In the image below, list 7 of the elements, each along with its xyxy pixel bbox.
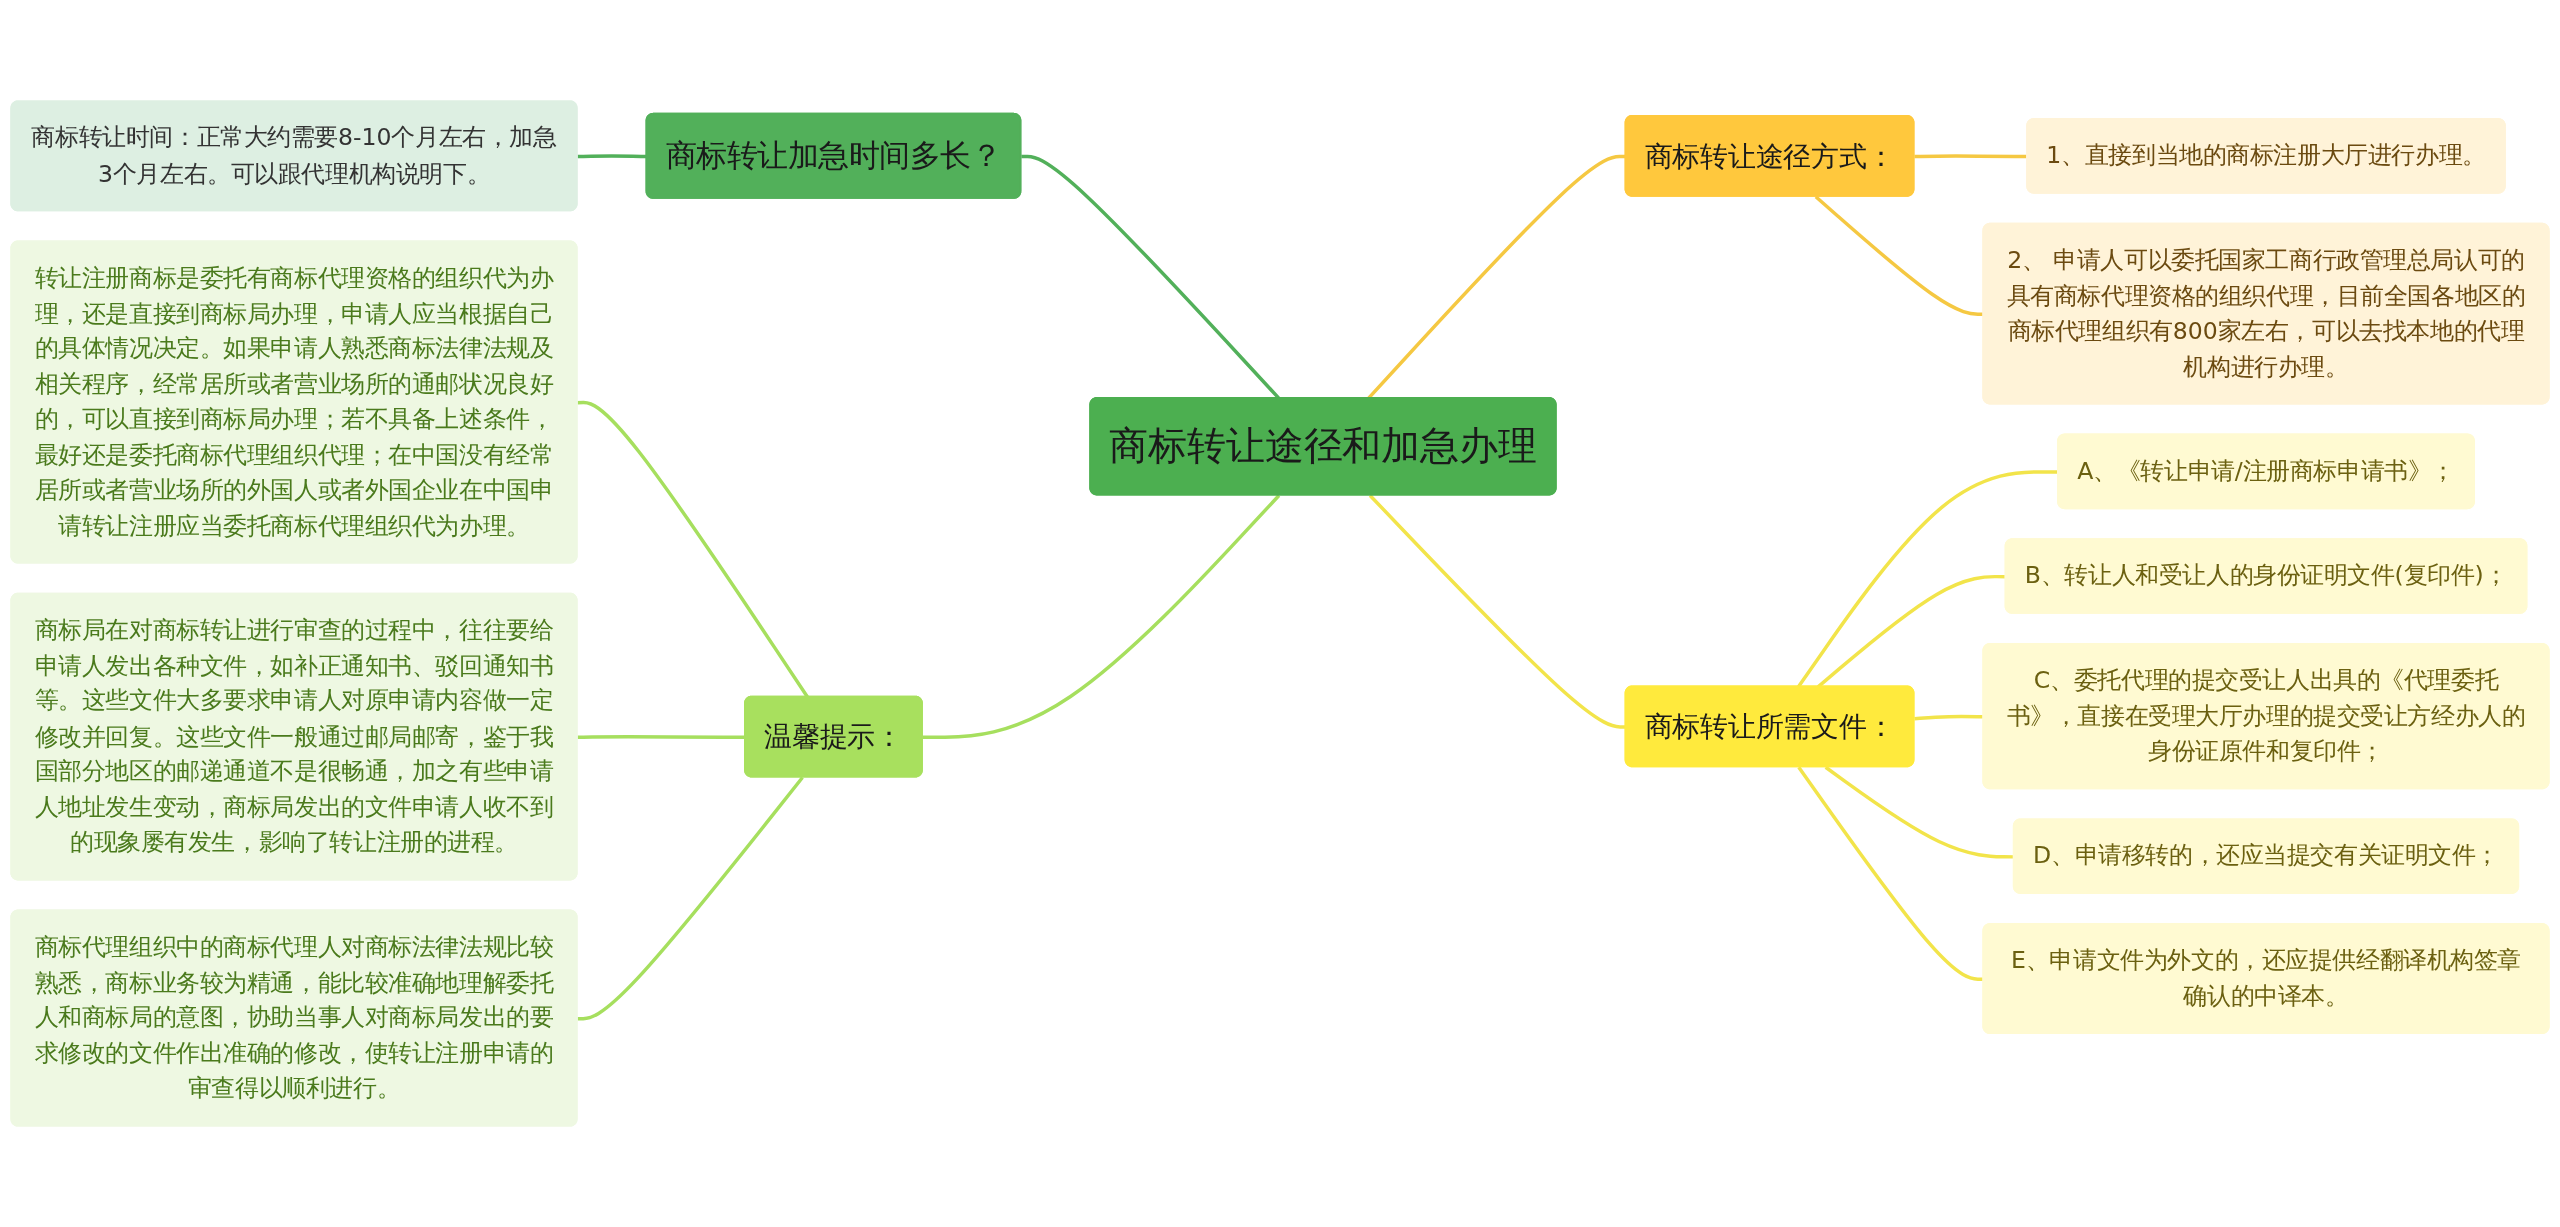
connector — [577, 400, 809, 698]
connector — [1914, 714, 1984, 721]
connector — [1797, 766, 1984, 981]
connector — [577, 154, 647, 159]
connector — [577, 776, 804, 1021]
connector — [1814, 195, 1984, 317]
connector — [922, 494, 1281, 739]
